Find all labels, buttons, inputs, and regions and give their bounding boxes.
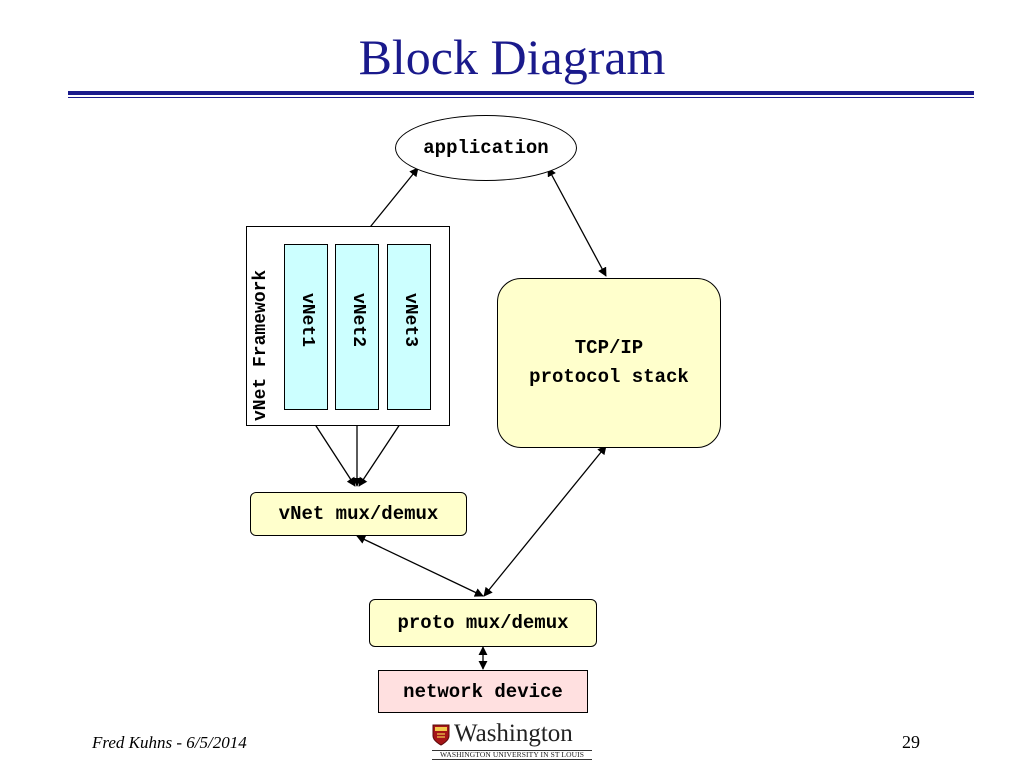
edge-vnetmux-protomux (356, 535, 484, 597)
vnet-framework-label: vNet Framework (251, 269, 271, 421)
tcp-ip-line1: TCP/IP (574, 337, 644, 359)
vnet1-label: vNet1 (297, 293, 317, 348)
vnet-mux-demux-node: vNet mux/demux (250, 492, 467, 536)
university-logo: Washington WASHINGTON UNIVERSITY IN ST L… (432, 720, 592, 762)
shield-icon (432, 724, 450, 746)
vnet2-label: vNet2 (348, 293, 368, 348)
vnet3-label: vNet3 (400, 293, 420, 348)
edge-application-tcp (547, 167, 607, 277)
footer-author-date: Fred Kuhns - 6/5/2014 (92, 733, 247, 752)
slide-title: Block Diagram (358, 29, 666, 85)
proto-mux-demux-node: proto mux/demux (369, 599, 597, 647)
tcp-ip-line2: protocol stack (529, 366, 689, 388)
vnet1-box (284, 244, 328, 410)
logo-subtitle: WASHINGTON UNIVERSITY IN ST LOUIS (432, 750, 592, 760)
application-node: application (395, 115, 577, 181)
tcp-ip-stack-node: TCP/IP protocol stack (497, 278, 721, 448)
network-device-node: network device (378, 670, 588, 713)
vnet3-box (387, 244, 431, 410)
page-number: 29 (902, 732, 920, 752)
vnet2-box (335, 244, 379, 410)
title-rule-thin (68, 97, 974, 98)
edge-tcp-protomux (483, 445, 607, 597)
logo-name: Washington (454, 720, 573, 747)
title-rule (68, 91, 974, 95)
